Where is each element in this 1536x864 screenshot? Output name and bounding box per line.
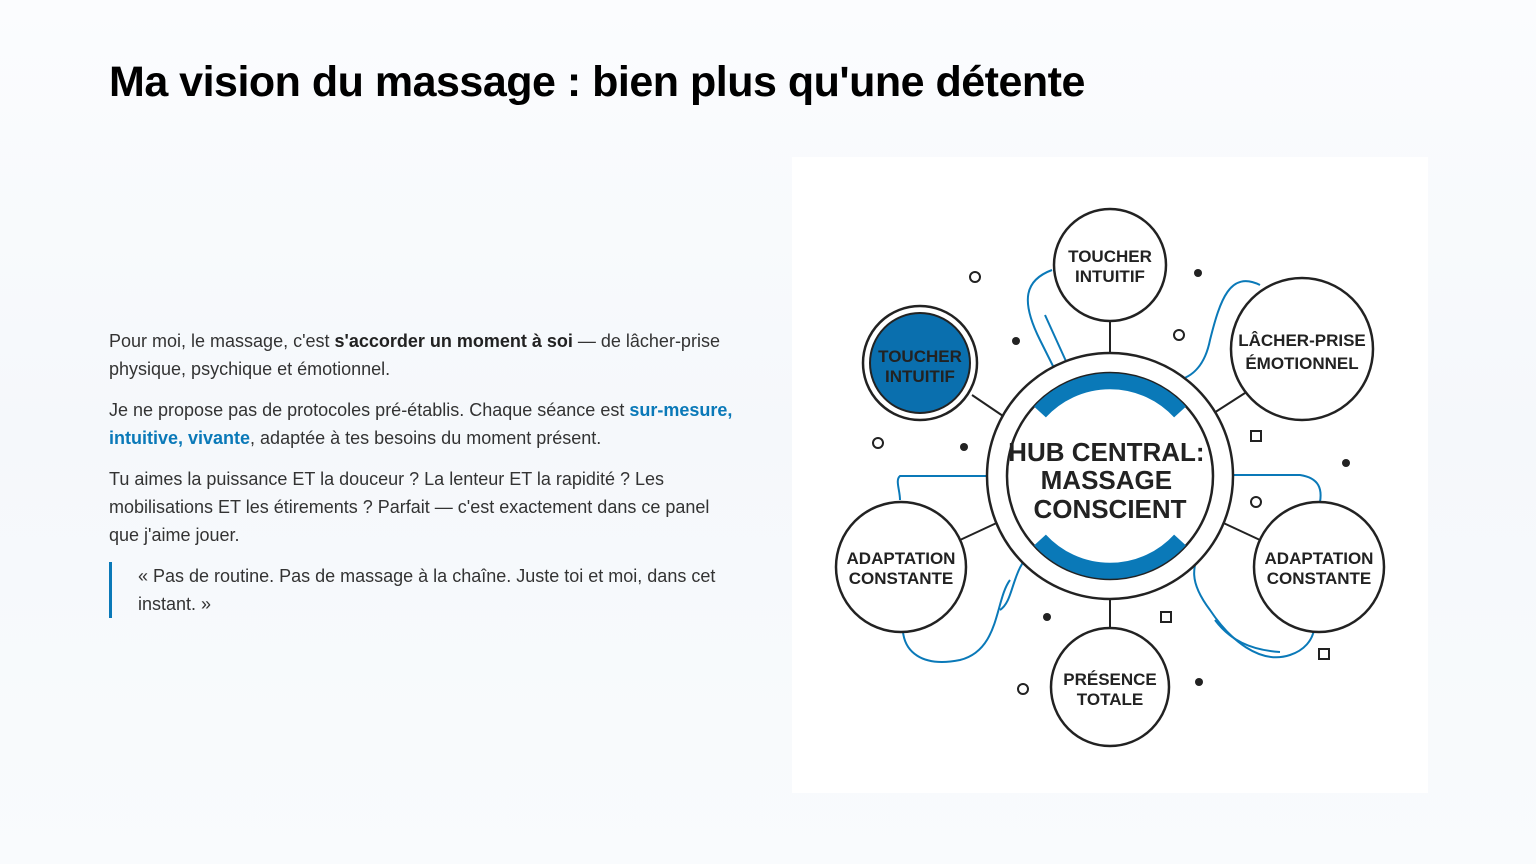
bold-text: s'accorder un moment à soi [334,331,573,351]
paragraph-1: Pour moi, le massage, c'est s'accorder u… [109,327,739,383]
intro-text: Pour moi, le massage, c'est s'accorder u… [109,327,739,631]
decorative-dots [960,269,1350,686]
text: Je ne propose pas de protocoles pré-étab… [109,400,630,420]
highlight-text: sur-mesure, intuitive, vivante [109,400,733,448]
hub-label: HUB CENTRAL: MASSAGE CONSCIENT [1008,437,1212,524]
paragraph-2: Je ne propose pas de protocoles pré-étab… [109,396,739,452]
hub-arc-bottom [1034,534,1186,579]
text: — de lâcher-prise physique, psychique et… [109,331,720,379]
page-title: Ma vision du massage : bien plus qu'une … [109,58,1085,106]
blockquote: « Pas de routine. Pas de massage à la ch… [109,562,739,618]
hub-inner-ring [1005,371,1215,581]
paragraph-3: Tu aimes la puissance ET la douceur ? La… [109,469,710,545]
text: Pour moi, le massage, c'est [109,331,335,351]
hub-arc-top [1034,373,1186,418]
decorative-rings [872,271,1330,695]
text: , adaptée à tes besoins du moment présen… [250,428,602,448]
